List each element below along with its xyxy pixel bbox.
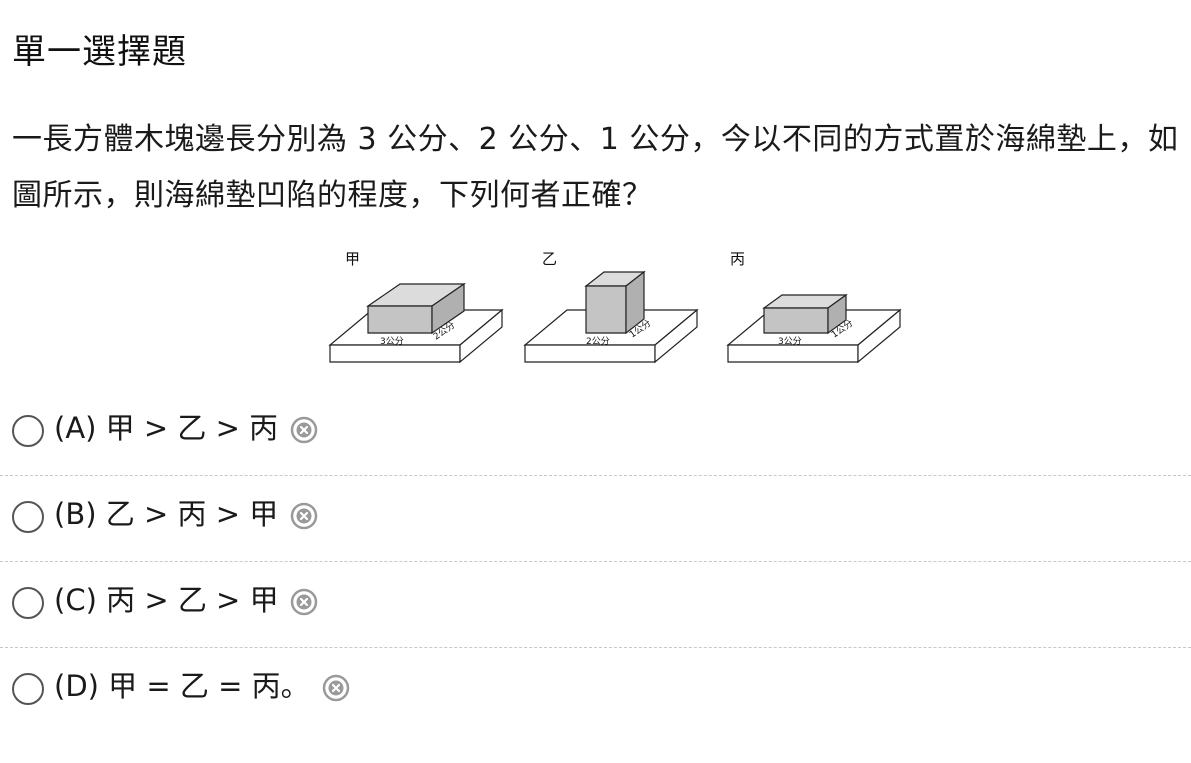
quiz-heading: 單一選擇題 [12, 32, 187, 72]
block-front [367, 305, 433, 334]
radio-unselected-icon[interactable] [12, 587, 44, 619]
radio-unselected-icon[interactable] [12, 501, 44, 533]
dim-label: 3公分 [380, 336, 404, 347]
options-list: (A) 甲 > 乙 > 丙 (B) 乙 > 丙 > 甲 (C) 丙 > 乙 > … [0, 390, 1191, 734]
block-front [763, 307, 829, 334]
sponge-pad-side [857, 308, 901, 364]
sponge-pad-front [727, 344, 859, 363]
sponge-pad-front [524, 344, 656, 363]
sponge-pad-side [459, 308, 503, 364]
option-row[interactable]: (C) 丙 > 乙 > 甲 [0, 562, 1191, 648]
option-row[interactable]: (A) 甲 > 乙 > 丙 [0, 390, 1191, 476]
dim-label: 3公分 [778, 336, 802, 347]
figure-yi: 乙 2公分 1公分 [523, 250, 699, 364]
radio-unselected-icon[interactable] [12, 415, 44, 447]
block-side [431, 282, 465, 335]
figure-label-bing: 丙 [730, 250, 745, 268]
option-label[interactable]: (C) 丙 > 乙 > 甲 [54, 583, 279, 617]
close-circle-icon[interactable] [290, 588, 318, 616]
question-figure: 甲 3公分 2公分 乙 2公分 1公分 丙 [320, 240, 920, 380]
close-circle-icon[interactable] [290, 416, 318, 444]
block-front [585, 285, 627, 334]
figure-label-yi: 乙 [542, 250, 557, 268]
figure-jia: 甲 3公分 2公分 [328, 250, 504, 364]
block-side [625, 270, 645, 335]
figure-bing: 丙 3公分 1公分 [726, 250, 902, 364]
option-label[interactable]: (D) 甲 = 乙 = 丙。 [54, 669, 310, 703]
option-row[interactable]: (B) 乙 > 丙 > 甲 [0, 476, 1191, 562]
radio-unselected-icon[interactable] [12, 673, 44, 705]
option-row[interactable]: (D) 甲 = 乙 = 丙。 [0, 648, 1191, 734]
dim-label: 2公分 [586, 336, 610, 347]
close-circle-icon[interactable] [290, 502, 318, 530]
question-text: 一長方體木塊邊長分別為 3 公分、2 公分、1 公分，今以不同的方式置於海綿墊上… [12, 122, 1179, 213]
option-label[interactable]: (B) 乙 > 丙 > 甲 [54, 497, 279, 531]
sponge-pad-front [329, 344, 461, 363]
figure-label-jia: 甲 [345, 250, 360, 268]
close-circle-icon[interactable] [322, 674, 350, 702]
sponge-diagram: 甲 3公分 2公分 乙 2公分 1公分 丙 [328, 250, 902, 364]
block-side [827, 293, 847, 335]
option-label[interactable]: (A) 甲 > 乙 > 丙 [54, 411, 279, 445]
sponge-pad-side [654, 308, 698, 364]
